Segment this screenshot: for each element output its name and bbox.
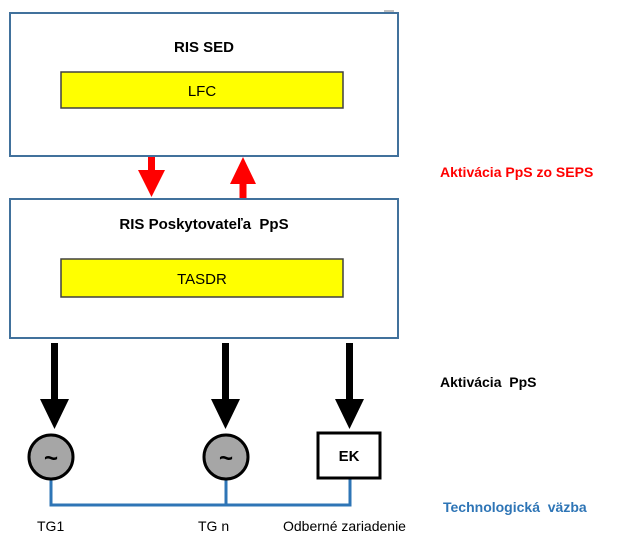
tg1-label: TG1: [37, 518, 64, 534]
consumer-label: Odberné zariadenie: [283, 518, 406, 534]
seps-activation-label: Aktivácia PpS zo SEPS: [440, 164, 593, 180]
svg-text:~: ~: [44, 445, 58, 472]
black-arrow-tgn: [211, 343, 240, 429]
tech-link-line: [49, 478, 352, 507]
tasdr-box: [60, 258, 344, 298]
tasdr-label: TASDR: [177, 271, 227, 288]
pps-activation-label: Aktivácia PpS: [440, 374, 537, 390]
red-down-arrow: [138, 157, 165, 197]
ris-sed-title: RIS SED: [174, 39, 234, 56]
divider-mark: [384, 10, 394, 12]
generator-tgn-icon: ~: [202, 433, 250, 481]
tech-link-label: Technologická väzba: [443, 499, 587, 515]
black-arrow-tg1: [40, 343, 69, 429]
lfc-box: [60, 71, 344, 109]
ek-box: [316, 431, 382, 480]
generator-tg1-icon: ~: [27, 433, 75, 481]
ris-provider-title: RIS Poskytovateľa PpS: [119, 216, 288, 233]
black-arrow-ek: [335, 343, 364, 429]
tgn-label: TG n: [198, 518, 229, 534]
svg-text:~: ~: [219, 445, 233, 472]
red-up-arrow: [230, 157, 256, 199]
lfc-label: LFC: [188, 83, 217, 100]
ek-label: EK: [339, 448, 360, 465]
